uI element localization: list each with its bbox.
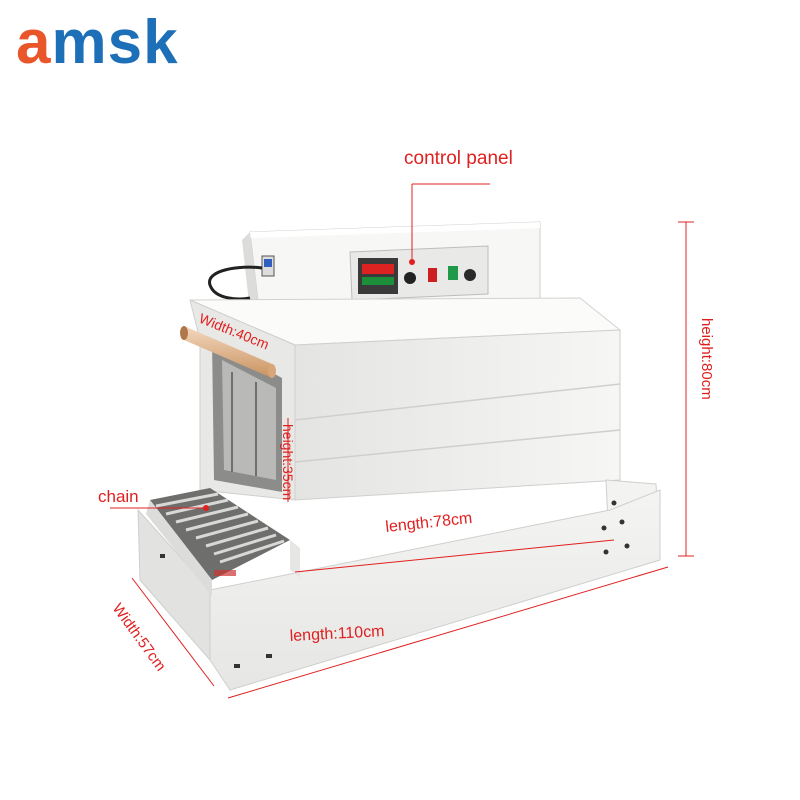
conveyor-base (137, 479, 661, 691)
red-switch (428, 268, 437, 282)
chain-marker (203, 505, 209, 511)
tunnel-hood (180, 297, 622, 501)
height-total-label: height:80cm (698, 318, 715, 400)
temperature-controller (358, 258, 398, 294)
height-tunnel-label: height:35cm (280, 424, 296, 500)
speed-knob (404, 272, 416, 284)
control-panel-label: control panel (404, 148, 513, 169)
length-total-label: length:110cm (289, 623, 385, 645)
control-panel-marker (409, 259, 415, 265)
curtain-roller (184, 326, 272, 378)
control-box (208, 221, 541, 319)
chain-label: chain (98, 487, 139, 506)
green-switch (448, 266, 458, 280)
power-cable (208, 265, 263, 301)
logo-letter-a: a (16, 8, 52, 77)
length-tunnel-label: length:78cm (385, 510, 473, 536)
amsk-logo: amsk (16, 12, 179, 74)
logo-letters-msk: msk (51, 8, 179, 77)
annotation-lines (110, 183, 694, 699)
width-total-label: Width:57cm (109, 600, 169, 674)
control-knob (464, 269, 476, 281)
